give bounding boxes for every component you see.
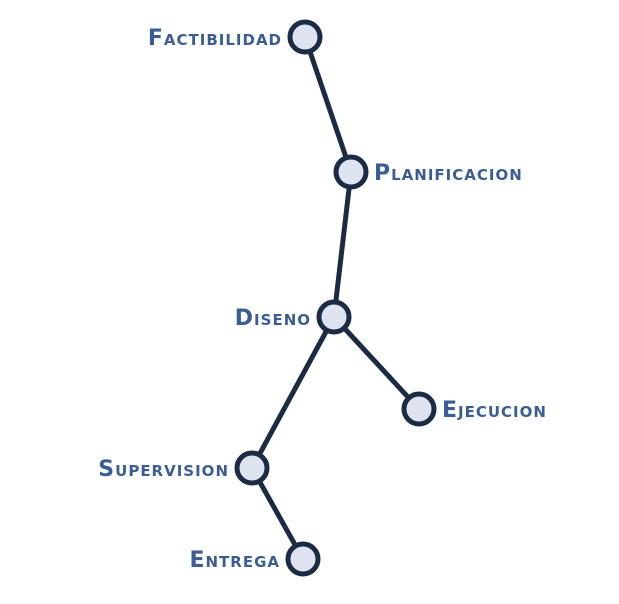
label-planificacion: Planificacion xyxy=(374,161,523,186)
label-factibilidad: Factibilidad xyxy=(148,26,282,51)
label-ejecucion: Ejecucion xyxy=(442,398,547,423)
edge-planificacion-diseno xyxy=(331,169,354,320)
node-entrega xyxy=(285,541,321,577)
labels-group: FactibilidadPlanificacionDisenoEjecucion… xyxy=(98,26,547,574)
node-supervision xyxy=(234,450,270,486)
edge-diseno-supervision xyxy=(249,314,337,471)
node-diseno xyxy=(316,299,352,335)
nodes-group xyxy=(234,19,437,577)
node-factibilidad xyxy=(287,19,323,55)
node-planificacion xyxy=(333,154,369,190)
label-supervision: Supervision xyxy=(98,457,229,482)
edges-group xyxy=(249,34,422,562)
label-entrega: Entrega xyxy=(189,548,280,573)
label-diseno: Diseno xyxy=(235,306,311,331)
edge-diseno-ejecucion xyxy=(331,314,422,412)
edge-factibilidad-planificacion xyxy=(302,34,354,175)
node-ejecucion xyxy=(401,391,437,427)
